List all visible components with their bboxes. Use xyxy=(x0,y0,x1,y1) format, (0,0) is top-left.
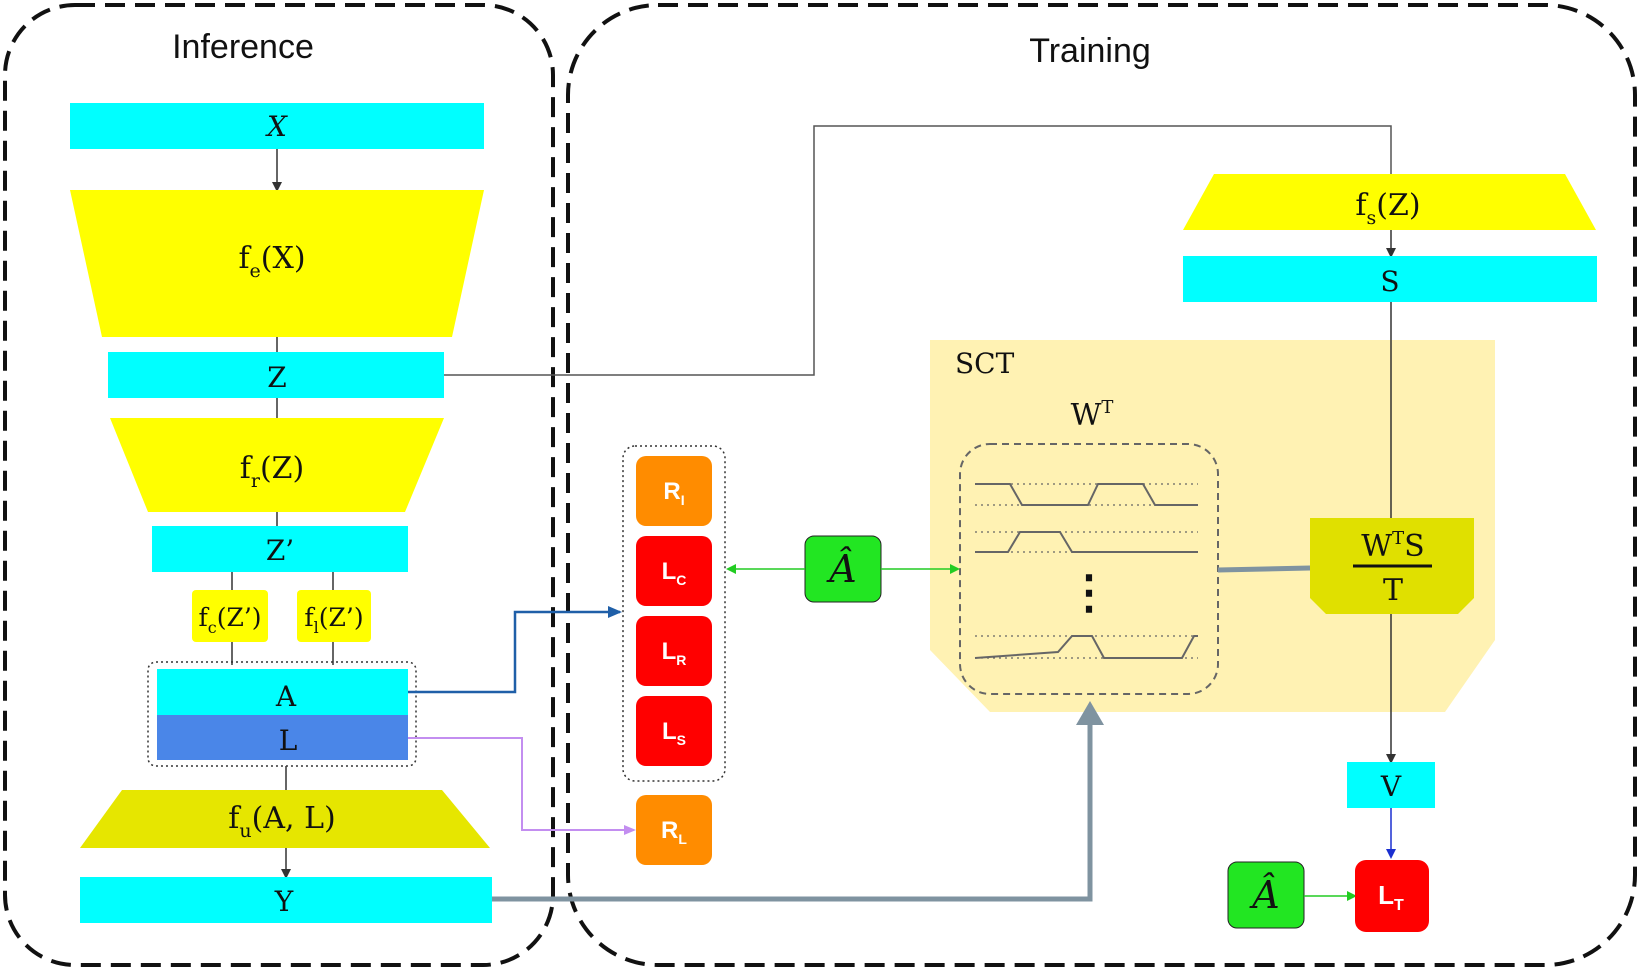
ahat-bottom-box xyxy=(1227,861,1305,929)
l-label: L xyxy=(279,724,298,757)
s-bar xyxy=(1183,256,1597,302)
y-to-matrix-connector xyxy=(492,725,1093,902)
z-to-fs-connector xyxy=(444,125,1392,376)
loss-box-lc xyxy=(636,536,712,606)
frac-numerator: WTS xyxy=(1361,528,1424,564)
v-bar xyxy=(1347,762,1435,808)
l-to-rl-arrow xyxy=(408,737,636,835)
loss-label-lc: LC xyxy=(662,558,687,588)
a-bar xyxy=(157,669,408,715)
training-panel xyxy=(566,3,1637,967)
wt-label: WT xyxy=(1071,397,1114,433)
loss-stack: RI LC LR LS xyxy=(636,456,712,766)
training-title: Training xyxy=(1029,32,1151,70)
y-to-matrix-arrowhead xyxy=(1076,701,1104,725)
loss-box-ls xyxy=(636,696,712,766)
inference-title: Inference xyxy=(172,28,314,66)
zprime-bar xyxy=(152,526,408,572)
loss-group-outline xyxy=(622,445,726,782)
frac-denominator: T xyxy=(1383,573,1403,608)
fr-trapezoid xyxy=(110,418,444,512)
loss-label-ls: LS xyxy=(662,718,686,748)
x-label: X xyxy=(265,110,288,143)
a-label: A xyxy=(275,680,297,713)
fs-trapezoid xyxy=(1183,174,1596,230)
sct-label: SCT xyxy=(955,347,1015,380)
rl-box xyxy=(636,795,712,865)
loss-label-lr: LR xyxy=(662,638,687,668)
loss-label-ri: RI xyxy=(663,478,684,508)
fs-label: fs(Z) xyxy=(1355,188,1420,229)
fe-label: fe(X) xyxy=(238,241,305,282)
al-group-outline xyxy=(147,661,417,767)
fe-encoder-trapezoid xyxy=(70,190,484,337)
v-label: V xyxy=(1380,770,1402,803)
ahat-label: Â xyxy=(826,547,856,591)
fl-label: fl(Z’) xyxy=(304,603,363,637)
loss-box-ri xyxy=(636,456,712,526)
l-bar xyxy=(157,715,408,760)
fu-label: fu(A, L) xyxy=(228,801,335,842)
lt-box xyxy=(1355,860,1429,932)
lt-label: LT xyxy=(1378,880,1404,914)
wt-matrix-waveforms xyxy=(974,483,1198,659)
z-bar xyxy=(108,352,444,398)
y-bar xyxy=(80,877,492,923)
fr-label: fr(Z) xyxy=(240,451,304,492)
s-label: S xyxy=(1380,265,1399,298)
rl-label: RL xyxy=(661,817,687,847)
y-label: Y xyxy=(274,885,294,918)
fc-label: fc(Z’) xyxy=(198,603,261,637)
x-bar xyxy=(70,103,484,149)
z-label: Z xyxy=(267,361,286,394)
a-to-lc-arrow xyxy=(408,606,622,694)
fc-box xyxy=(192,590,268,642)
fl-box xyxy=(297,590,371,642)
fu-decoder-trapezoid xyxy=(80,790,490,848)
inference-panel xyxy=(3,3,555,967)
matrix-to-frac-line xyxy=(1217,565,1311,573)
loss-box-lr xyxy=(636,616,712,686)
wt-ellipsis: ⋮ xyxy=(1066,565,1112,619)
ahat-bottom-label: Â xyxy=(1249,873,1279,917)
zprime-label: Z’ xyxy=(266,534,294,567)
sct-region xyxy=(930,340,1495,712)
